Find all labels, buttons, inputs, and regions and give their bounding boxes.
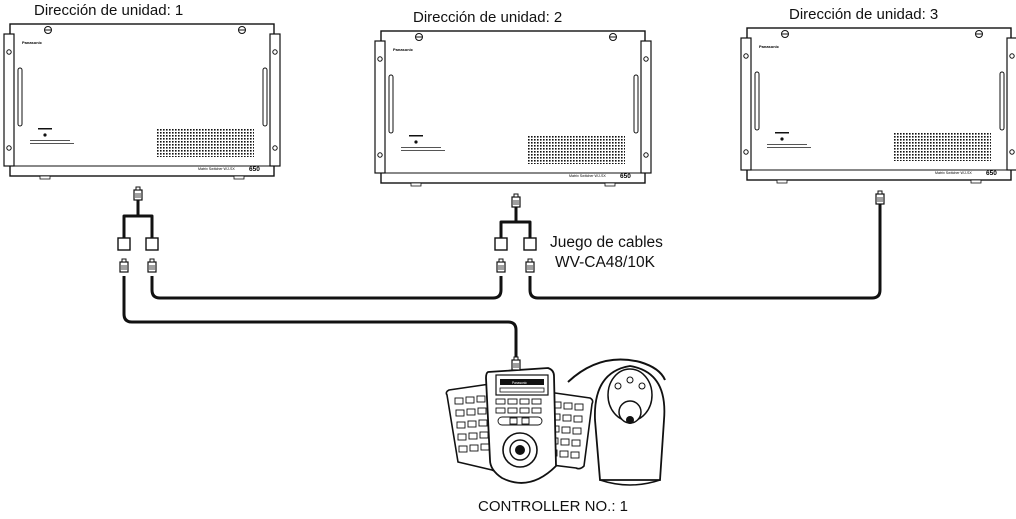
unit-1-model-number: 650 [249,166,260,173]
unit-3-model-text: Matrix Switcher WJ-SX [935,171,972,175]
controller-brand: Panasonic [512,381,527,385]
matrix-switcher-unit-1 [3,23,281,180]
matrix-switcher-unit-2 [374,30,652,187]
unit-3-cable-plug [875,190,885,205]
unit-1-label: Dirección de unidad: 1 [34,2,184,19]
controller-cable-plug [511,356,521,371]
unit-2-cable-plug [511,193,521,208]
cable-set-label-line2: WV-CA48/10K [555,254,655,271]
unit-3-brand: Panasonic [759,44,780,49]
joystick-unit [567,358,666,486]
unit-3-model-number: 650 [986,170,997,177]
cable-lines [122,200,882,368]
cable-set-label-line1: Juego de cables [550,234,663,251]
unit-1-brand: Panasonic [22,40,43,45]
controller-label: CONTROLLER NO.: 1 [478,498,629,515]
unit-2-model-number: 650 [620,173,631,180]
system-controller: Panasonic [445,358,666,486]
unit-3-label: Dirección de unidad: 3 [789,6,939,23]
unit-1-model-text: Matrix Switcher WJ-SX [198,167,235,171]
unit-2-label: Dirección de unidad: 2 [413,9,563,26]
splitter-2 [494,237,537,273]
unit-1-cable-plug [133,186,143,201]
unit-2-model-text: Matrix Switcher WJ-SX [569,174,606,178]
center-console: Panasonic [485,367,557,484]
matrix-switcher-unit-3 [740,27,1016,184]
unit-2-brand: Panasonic [393,47,414,52]
splitter-1 [117,237,159,273]
